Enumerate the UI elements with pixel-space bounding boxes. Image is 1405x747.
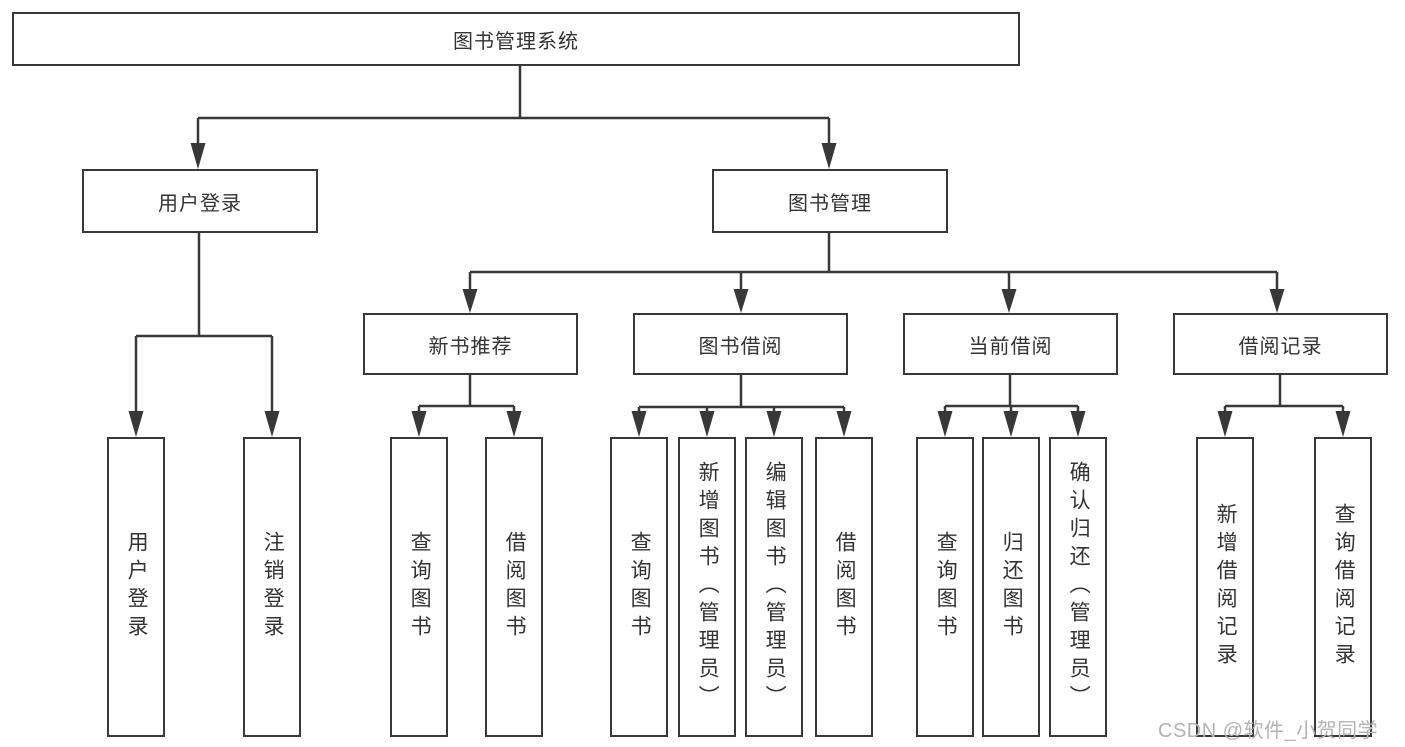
node-label: 编辑图书（管理员） <box>763 461 787 713</box>
csdn-watermark: CSDN @软件_小贺同学 <box>1158 720 1379 742</box>
node-new-book-recommend: 新书推荐 <box>363 313 578 375</box>
arrowheads <box>128 143 1351 437</box>
leaf-confirm-return-admin: 确认归还（管理员） <box>1049 437 1107 737</box>
node-book-borrow: 图书借阅 <box>633 313 848 375</box>
leaf-query-borrow-record: 查询借阅记录 <box>1314 437 1372 737</box>
node-label: 用户登录 <box>125 531 149 643</box>
node-label: 图书管理 <box>788 192 872 215</box>
node-book-management: 图书管理 <box>712 169 948 233</box>
node-label: 确认归还（管理员） <box>1067 461 1091 713</box>
node-label: 归还图书 <box>1000 531 1024 643</box>
node-user-login: 用户登录 <box>82 169 318 233</box>
node-label: 借阅图书 <box>503 531 527 643</box>
node-label: 查询图书 <box>934 531 958 643</box>
leaf-borrow-books: 借阅图书 <box>815 437 873 737</box>
leaf-user-login: 用户登录 <box>107 437 165 737</box>
leaf-query-books-borrow: 查询图书 <box>610 437 668 737</box>
node-borrow-records: 借阅记录 <box>1173 313 1388 375</box>
node-label: 新增图书（管理员） <box>696 461 720 713</box>
leaf-return-book: 归还图书 <box>982 437 1040 737</box>
node-label: 用户登录 <box>158 192 242 215</box>
node-root-system: 图书管理系统 <box>12 12 1020 66</box>
leaf-query-books-current: 查询图书 <box>916 437 974 737</box>
leaf-borrow-books-recommend: 借阅图书 <box>485 437 543 737</box>
leaf-query-books-recommend: 查询图书 <box>390 437 448 737</box>
node-label: 查询图书 <box>628 531 652 643</box>
leaf-add-book-admin: 新增图书（管理员） <box>678 437 736 737</box>
node-label: 图书管理系统 <box>453 30 579 53</box>
node-label: 图书借阅 <box>698 335 783 358</box>
leaf-logout: 注销登录 <box>243 437 301 737</box>
node-label: 当前借阅 <box>968 335 1053 358</box>
node-label: 新增借阅记录 <box>1214 503 1238 671</box>
node-label: 借阅记录 <box>1238 335 1323 358</box>
leaf-add-borrow-record: 新增借阅记录 <box>1196 437 1254 737</box>
node-label: 查询图书 <box>408 531 432 643</box>
node-label: 借阅图书 <box>833 531 857 643</box>
leaf-edit-book-admin: 编辑图书（管理员） <box>745 437 803 737</box>
node-label: 查询借阅记录 <box>1332 503 1356 671</box>
node-current-borrow: 当前借阅 <box>903 313 1118 375</box>
node-label: 注销登录 <box>261 531 285 643</box>
node-label: 新书推荐 <box>428 335 513 358</box>
